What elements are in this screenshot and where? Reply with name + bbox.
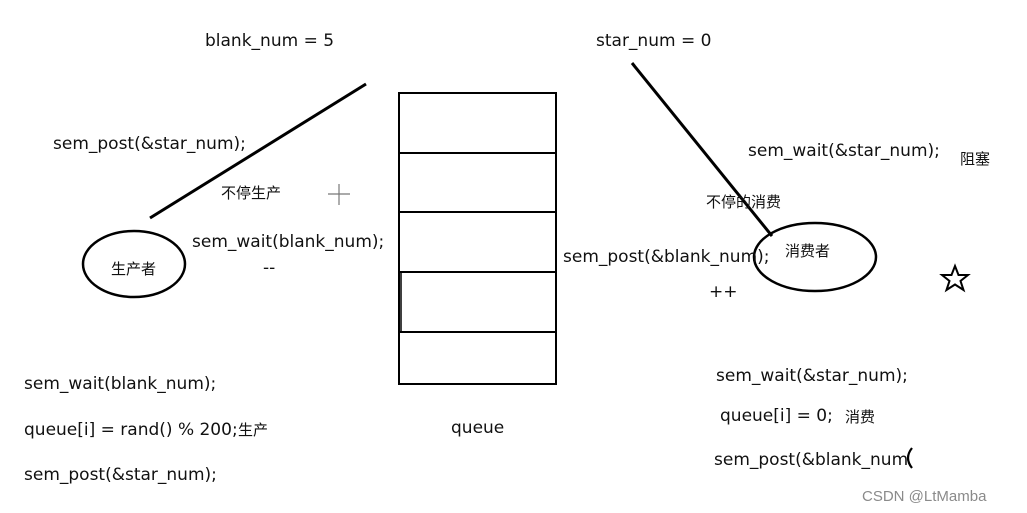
producer-label: 生产者 — [111, 260, 157, 278]
queue-box — [398, 92, 557, 385]
queue-label: queue — [451, 418, 505, 438]
consumer-code-line2: queue[i] = 0; — [720, 406, 833, 426]
consumer-connector-line — [630, 62, 774, 237]
producer-post-star: sem_post(&star_num); — [53, 134, 246, 154]
consumer-code-line1: sem_wait(&star_num); — [716, 366, 908, 386]
star-num-label: star_num = 0 — [596, 31, 712, 51]
producer-decrement: -- — [263, 258, 276, 278]
consumer-label: 消费者 — [785, 242, 831, 260]
consumer-post-blank: sem_post(&blank_num); — [563, 247, 770, 267]
consumer-code-line3: sem_post(&blank_num — [714, 450, 909, 470]
consumer-wait-star: sem_wait(&star_num); — [748, 141, 940, 161]
star-icon — [939, 263, 971, 293]
producer-code-line3: sem_post(&star_num); — [24, 465, 217, 485]
csdn-watermark: CSDN @LtMamba — [862, 488, 987, 505]
crosshair-icon — [328, 184, 350, 205]
producer-wait-blank: sem_wait(blank_num); — [192, 232, 385, 252]
consumer-code-line2-note: 消费 — [845, 408, 876, 426]
producer-code-line2: queue[i] = rand() % 200; — [24, 420, 238, 440]
consumer-continuous-label: 不停的消费 — [706, 193, 782, 211]
cursor-mark — [906, 447, 913, 469]
consumer-increment: ++ — [709, 282, 738, 302]
producer-continuous-label: 不停生产 — [221, 184, 282, 202]
consumer-blocked-label: 阻塞 — [960, 150, 991, 168]
producer-ellipse — [81, 229, 187, 299]
producer-code-line1: sem_wait(blank_num); — [24, 374, 217, 394]
producer-code-line2-note: 生产 — [238, 421, 269, 439]
blank-num-label: blank_num = 5 — [205, 31, 335, 51]
consumer-ellipse — [752, 221, 878, 293]
producer-connector-line — [149, 82, 367, 220]
